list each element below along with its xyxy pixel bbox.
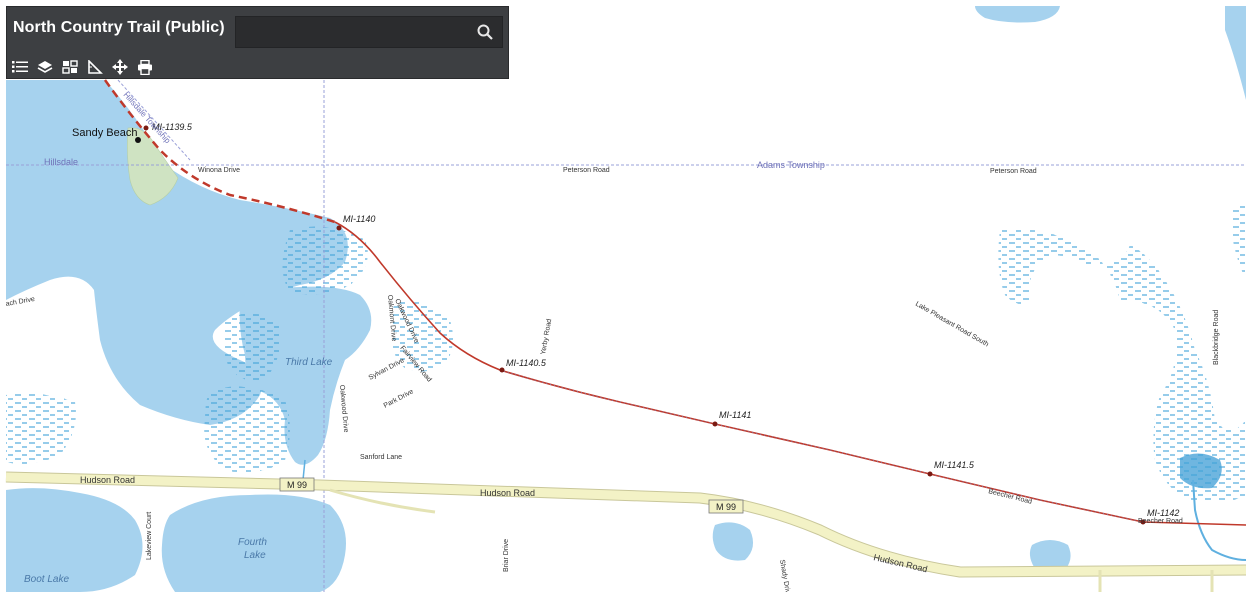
move-icon[interactable] <box>111 58 129 76</box>
milepost-dot[interactable] <box>336 225 342 231</box>
basemap-gallery-icon[interactable] <box>61 58 79 76</box>
map-toolbar: North Country Trail (Public) <box>6 6 509 79</box>
trail-roadwalk <box>103 79 336 224</box>
map-title: North Country Trail (Public) <box>13 19 225 36</box>
milepost-markers <box>143 125 1146 525</box>
milepost-label: MI-1142 <box>1147 508 1179 518</box>
milepost-label: MI-1141 <box>719 410 751 420</box>
wetland-4 <box>391 299 454 372</box>
measure-icon[interactable] <box>86 58 104 76</box>
road-label: Oakmont Drive <box>386 295 397 342</box>
route-shield-box <box>279 477 315 492</box>
list-icon[interactable] <box>11 58 29 76</box>
milepost-label: MI-1141.5 <box>934 460 975 470</box>
road-label: Beecher Road <box>1138 518 1183 525</box>
print-icon[interactable] <box>136 58 154 76</box>
wetland-7 <box>1232 205 1246 280</box>
stream-2 <box>302 459 306 481</box>
wetland-2 <box>223 313 281 381</box>
layers-icon[interactable] <box>36 58 54 76</box>
water-label: Boot Lake <box>24 574 69 585</box>
pond-1 <box>712 522 754 561</box>
route-shield: M 99 <box>708 499 744 514</box>
route-shield-box <box>708 499 744 514</box>
sandy-beach-area <box>127 127 179 206</box>
road-label: Hudson Road <box>480 488 535 498</box>
pond-right-top <box>1225 6 1246 100</box>
route-shield: M 99 <box>279 477 315 492</box>
lake-fourth <box>161 494 346 592</box>
road-label: Hudson Road <box>80 475 135 485</box>
water-label: Fourth Lake <box>238 537 270 561</box>
road-label: Blackbridge Road <box>1213 310 1220 365</box>
lake-main <box>6 80 348 425</box>
trail-dotted-overlay <box>499 369 1144 523</box>
township-line-diag <box>117 79 191 161</box>
place-label: Sandy Beach <box>72 127 137 139</box>
road-label: Oakwood Drive <box>338 385 349 433</box>
wetland-3 <box>204 386 290 473</box>
water-label-line: Lake <box>244 550 266 561</box>
water-label: Third Lake <box>285 357 333 368</box>
road-label: Peterson Road <box>563 167 610 174</box>
road-label: Winona Drive <box>198 167 240 174</box>
milepost-dot[interactable] <box>712 421 718 427</box>
road-label: Lakeview Court <box>146 512 153 560</box>
search-input[interactable] <box>236 17 466 47</box>
pond-top <box>975 6 1060 23</box>
milepost-dot[interactable] <box>143 125 149 131</box>
milepost-dot[interactable] <box>499 367 505 373</box>
route-shield-label: M 99 <box>716 502 736 512</box>
stream-1 <box>1192 479 1246 561</box>
milepost-dot[interactable] <box>1140 519 1146 525</box>
sandy-beach-marker[interactable] <box>135 137 141 143</box>
trail-path <box>334 221 1246 526</box>
pond-2 <box>1029 540 1071 574</box>
search-box[interactable] <box>235 16 503 48</box>
road-label: Peterson Road <box>990 168 1037 175</box>
wetland-1 <box>282 226 368 295</box>
road-label: Briar Drive <box>503 539 510 572</box>
search-icon[interactable] <box>476 23 494 41</box>
milepost-label: MI-1140 <box>343 214 375 224</box>
lake-left-lower <box>6 488 143 592</box>
milepost-dot[interactable] <box>927 471 933 477</box>
tool-bar <box>11 57 154 77</box>
side-road-1 <box>329 488 436 514</box>
milepost-label: MI-1139.5 <box>152 122 193 132</box>
route-shield-label: M 99 <box>287 480 307 490</box>
township-label: Adams Township <box>757 160 825 170</box>
water-label-line: Fourth <box>238 537 267 548</box>
milepost-label: MI-1140.5 <box>506 358 547 368</box>
wetland-6 <box>998 229 1246 502</box>
wetland-5 <box>6 393 76 464</box>
place-label: Sanford Lane <box>360 454 402 461</box>
township-label: Hillsdale <box>44 157 78 167</box>
